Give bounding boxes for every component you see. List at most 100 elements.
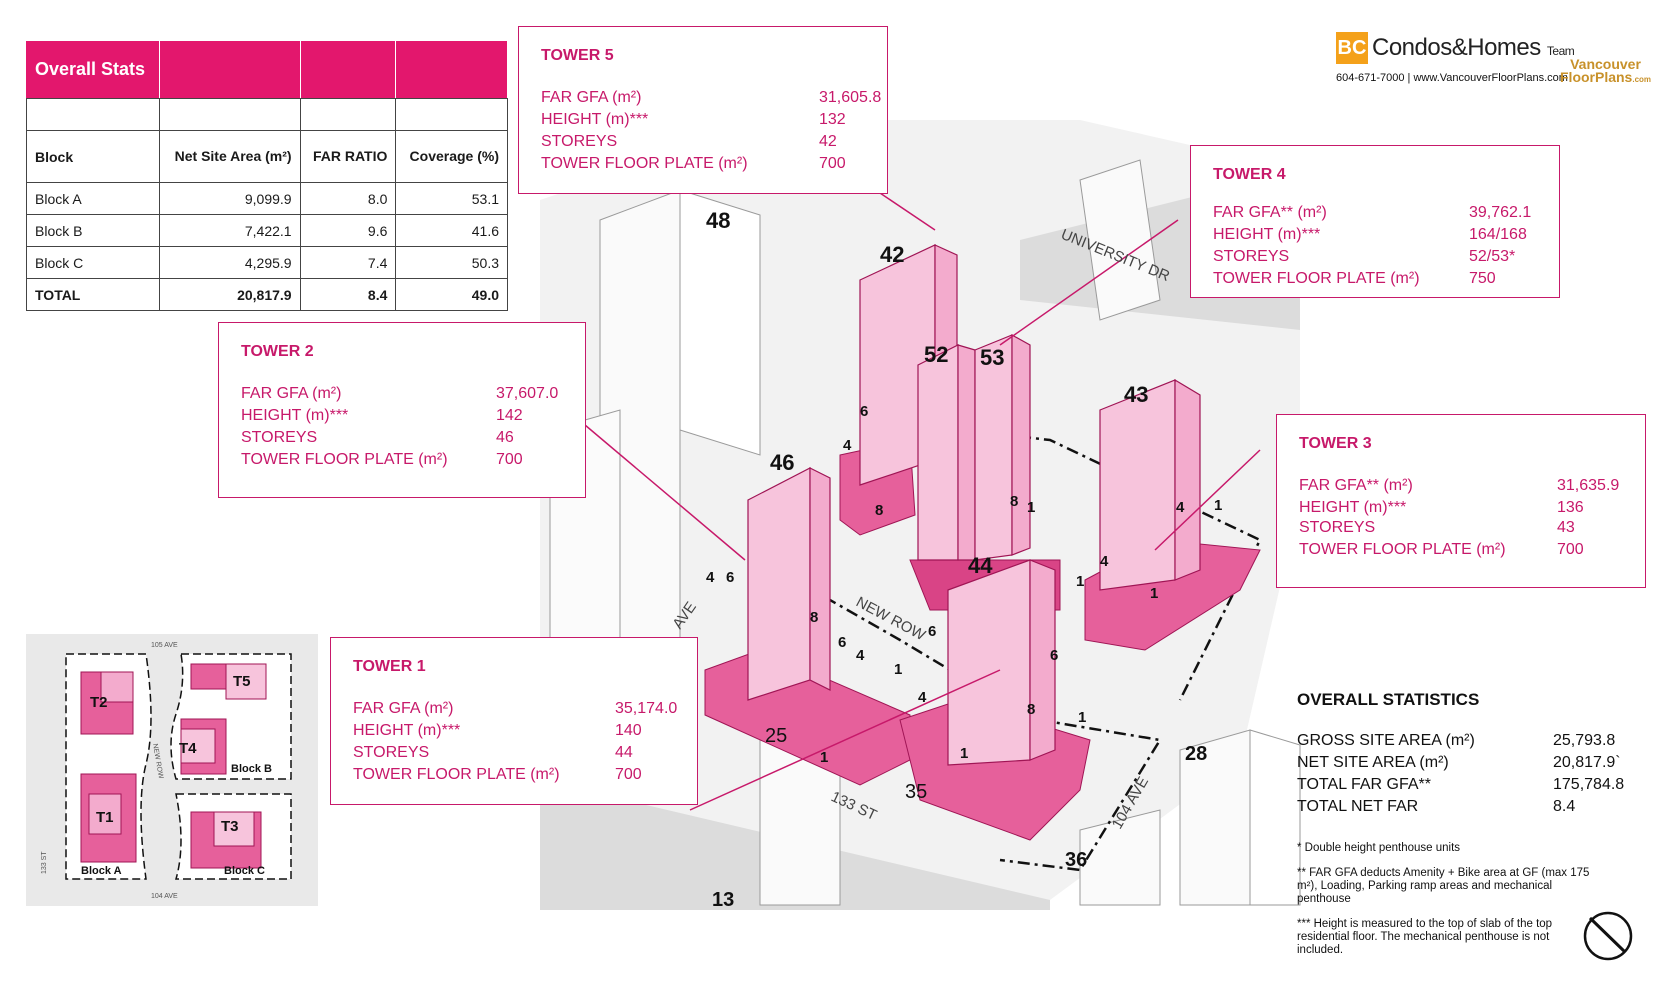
tower-labels: 48 42 52 53 43 46 44 (706, 208, 1148, 578)
floor-plate-value: 700 (615, 766, 642, 783)
height-value: 132 (819, 111, 846, 128)
cell-block: TOTAL (25, 278, 161, 311)
site-plan-label-block-b: Block B (231, 763, 272, 775)
stat-row: GROSS SITE AREA (m²)25,793.8 (1297, 732, 1657, 754)
podium-label: 1 (1027, 499, 1035, 516)
context-label-36: 36 (1065, 849, 1087, 871)
brand-contact: 604-671-7000 | www.VancouverFloorPlans.c… (1336, 72, 1568, 84)
height-label: HEIGHT (m)*** (241, 407, 349, 424)
tower-card-title: TOWER 1 (353, 658, 426, 675)
tower-label-52: 52 (924, 342, 948, 367)
floor-plate-label: TOWER FLOOR PLATE (m²) (353, 766, 560, 783)
bc-logo-icon: BC (1336, 32, 1368, 64)
site-plan-label-t1: T1 (96, 809, 114, 826)
floor-plate-value: 700 (1557, 541, 1584, 558)
far-gfa-label: FAR GFA (m²) (353, 700, 454, 717)
podium-label: 4 (1176, 499, 1185, 516)
tower-1-card: TOWER 1 FAR GFA (m²)35,174.0 HEIGHT (m)*… (330, 637, 698, 805)
podium-label: 1 (1150, 585, 1158, 602)
cell-coverage: 41.6 (395, 214, 508, 247)
cell-far: 9.6 (299, 214, 397, 247)
context-label-25: 25 (765, 725, 787, 747)
podium-label: 8 (1010, 493, 1018, 510)
site-plan-street-105-ave: 105 AVE (151, 642, 178, 649)
tower-4-card: TOWER 4 FAR GFA** (m²)39,762.1 HEIGHT (m… (1190, 145, 1560, 298)
floor-plate-label: TOWER FLOOR PLATE (m²) (1299, 541, 1506, 558)
overall-stats-table: Overall Stats Block Net Site Area (m²) F… (25, 40, 508, 311)
tower-label-42: 42 (880, 242, 904, 267)
stat-value: 8.4 (1553, 798, 1576, 815)
podium-label: 4 (1100, 553, 1109, 570)
height-label: HEIGHT (m)*** (1213, 226, 1321, 243)
far-gfa-value: 31,605.8 (819, 89, 882, 106)
floor-plate-value: 700 (496, 451, 523, 468)
site-plan-label-t4: T4 (179, 740, 197, 757)
podium-label: 1 (1078, 709, 1086, 726)
podium-label: 1 (960, 745, 968, 762)
site-plan-label-t5: T5 (233, 673, 251, 690)
storeys-label: STOREYS (241, 429, 318, 446)
podium-label: 1 (1214, 497, 1222, 514)
cell-area: 7,422.1 (159, 214, 301, 247)
height-value: 140 (615, 722, 642, 739)
floor-plate-label: TOWER FLOOR PLATE (m²) (1213, 270, 1420, 287)
podium-label: 6 (726, 569, 734, 586)
far-gfa-value: 37,607.0 (496, 385, 559, 402)
tower-3-card: TOWER 3 FAR GFA** (m²)31,635.9 HEIGHT (m… (1276, 414, 1646, 588)
cell-area: 20,817.9 (159, 278, 301, 311)
col-header-far-ratio: FAR RATIO (299, 130, 397, 183)
height-label: HEIGHT (m)*** (1299, 499, 1407, 516)
cell-area: 9,099.9 (159, 182, 301, 215)
context-label-28: 28 (1185, 743, 1207, 765)
footnote-penthouse: * Double height penthouse units (1297, 842, 1461, 854)
cell-block: Block B (25, 214, 161, 247)
height-label: HEIGHT (m)*** (541, 111, 649, 128)
far-gfa-value: 39,762.1 (1469, 204, 1532, 221)
podium-label: 8 (875, 502, 883, 519)
podium-label: 4 (843, 437, 852, 454)
far-gfa-label: FAR GFA (m²) (541, 89, 642, 106)
podium-label: 6 (860, 403, 868, 420)
brand-logo: BC Condos&Homes Team 604-671-7000 | www.… (1336, 28, 1651, 94)
tower-card-title: TOWER 3 (1299, 435, 1372, 452)
podium-label: 4 (856, 647, 865, 664)
storeys-value: 42 (819, 133, 837, 150)
tower-card-title: TOWER 4 (1213, 166, 1286, 183)
stat-label: NET SITE AREA (m²) (1297, 754, 1449, 771)
tower-label-43: 43 (1124, 382, 1148, 407)
col-header-coverage: Coverage (%) (395, 130, 508, 183)
cell-far: 7.4 (299, 246, 397, 279)
podium-label: 1 (1076, 573, 1084, 590)
col-header-net-site-area: Net Site Area (m²) (159, 130, 301, 183)
height-value: 142 (496, 407, 523, 424)
site-plan-label-t2: T2 (90, 694, 108, 711)
col-header-block: Block (25, 130, 161, 183)
context-label-35: 35 (905, 781, 927, 803)
tower-label-53: 53 (980, 345, 1004, 370)
floor-plate-label: TOWER FLOOR PLATE (m²) (241, 451, 448, 468)
table-row-total: TOTAL 20,817.9 8.4 49.0 (25, 278, 508, 311)
tower-label-46: 46 (770, 450, 794, 475)
storeys-value: 52/53* (1469, 248, 1516, 265)
stat-label: GROSS SITE AREA (m²) (1297, 732, 1475, 749)
site-plan-street-104-ave: 104 AVE (151, 893, 178, 900)
tower-label-44: 44 (968, 553, 993, 578)
cell-area: 4,295.9 (159, 246, 301, 279)
podium-label: 4 (918, 689, 927, 706)
site-plan-label-block-c: Block C (224, 865, 265, 877)
site-plan-label-block-a: Block A (81, 865, 122, 877)
towers (747, 244, 1201, 766)
site-plan-label-t3: T3 (221, 818, 239, 835)
podium-label: 1 (894, 661, 902, 678)
cell-far: 8.0 (299, 182, 397, 215)
tower-2-card: TOWER 2 FAR GFA (m²) 37,607.0 HEIGHT (m)*… (218, 322, 586, 498)
far-gfa-value: 31,635.9 (1557, 477, 1620, 494)
footnote-far-gfa: ** FAR GFA deducts Amenity + Bike area a… (1297, 867, 1590, 905)
leader-lines (584, 192, 1261, 811)
table-row: Block C 4,295.9 7.4 50.3 (25, 246, 508, 279)
far-gfa-label: FAR GFA (m²) (241, 385, 342, 402)
tower-card-title: TOWER 2 (241, 343, 314, 360)
far-gfa-value: 35,174.0 (615, 700, 678, 717)
